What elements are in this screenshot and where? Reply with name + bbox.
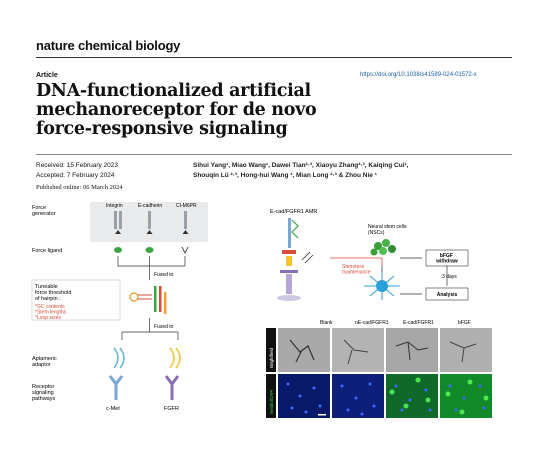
integrin-receptor — [114, 211, 122, 234]
fgfr-receptor — [164, 375, 180, 400]
receptor-label-cim6pr: CI-M6PR — [176, 203, 197, 209]
paper-title: DNA-functionalized artificial mechanorec… — [36, 82, 366, 139]
cmet-receptor — [108, 375, 124, 400]
column-header-blank: Blank — [320, 320, 333, 326]
title-line: force-responsive signaling — [36, 119, 288, 139]
dna-hairpin — [129, 286, 167, 314]
scale-bar — [318, 414, 326, 416]
analysis-label: Analysis — [437, 292, 458, 298]
force-generator-label: Force generator — [32, 205, 56, 217]
micrograph — [386, 328, 438, 372]
analysis-box — [425, 287, 469, 301]
doi-link[interactable]: https://doi.org/10.1038/s41589-024-01572… — [360, 72, 477, 78]
graphical-abstract: Force generator Integrin E-cadherin CI-M… — [31, 202, 492, 418]
row-label-brightfield: Brightfield — [269, 347, 274, 368]
receptor-name-cmet: c-Met — [106, 406, 120, 412]
article-dates: Received: 15 February 2023 Accepted: 7 F… — [36, 161, 123, 193]
receptor-name-fgfr: FGFR — [164, 406, 179, 412]
fusion-connector — [117, 256, 186, 267]
right-panel: E-cad/FGFR1 AMR Neural stem cells (NSCs) — [266, 209, 492, 418]
micrograph — [278, 374, 330, 418]
micrograph — [278, 328, 330, 372]
tuneable-label: Tuneable force threshold of hairpin : — [35, 284, 73, 302]
journal-name: nature chemical biology — [36, 38, 181, 53]
title-line: mechanoreceptor for de novo — [36, 100, 317, 120]
cim6pr-receptor — [182, 211, 189, 234]
bfgf-withdraw-label: bFGF withdraw — [435, 253, 458, 265]
accepted-date: Accepted: 7 February 2024 — [36, 172, 115, 179]
author-list: Sihui Yang¹, Miao Wang¹, Dawei Tian²·³, … — [193, 161, 513, 181]
three-days-label: 3 days — [442, 274, 457, 280]
row-label-bg — [266, 374, 276, 418]
nsc-label: Neural stem cells (NSCs) — [368, 224, 408, 236]
fluorescence-row — [278, 374, 492, 418]
fused-to-label: Fused to — [154, 272, 174, 278]
row-label-bg — [266, 328, 276, 372]
amr-label: E-cad/FGFR1 AMR — [270, 209, 317, 215]
title-rule — [36, 154, 512, 155]
aptamer-fgfr — [169, 347, 181, 369]
brightfield-row — [278, 328, 492, 372]
differentiated-cells — [364, 272, 400, 300]
micrograph — [332, 328, 384, 372]
column-header-E-cad: E-cad/FGFR1 — [403, 320, 434, 326]
tuneable-box — [31, 279, 121, 321]
column-header-nE-cad: nE-cad/FGFR1 — [355, 320, 389, 326]
author-line: Sihui Yang¹, Miao Wang¹, Dawei Tian²·³, … — [193, 162, 409, 169]
receptor-label-integrin: Integrin — [106, 203, 123, 209]
stemness-arrow — [330, 257, 383, 266]
fused-to-label: Fused to — [154, 324, 174, 330]
fusion-connector — [121, 331, 179, 340]
row-label-nestin: Nestin/DAPI — [269, 389, 274, 414]
nsc-cluster — [370, 239, 396, 256]
micrograph — [440, 328, 492, 372]
article-type: Article — [36, 72, 58, 79]
left-panel: Force generator Integrin E-cadherin CI-M… — [31, 202, 208, 412]
column-header-bfgf: bFGF — [458, 320, 471, 326]
aptamer-cmet — [113, 347, 125, 369]
ligand-icon — [114, 247, 122, 253]
amr-construct — [277, 218, 314, 301]
micrograph — [332, 374, 384, 418]
hairpin-parameters: *GC contents *Stem lengths *Loop sizes — [35, 304, 68, 321]
author-line: Shouqin Lü ²·³, Hong-hui Wang ¹, Mian Lo… — [193, 172, 377, 179]
receptor-signaling-label: Receptor signaling pathways — [32, 384, 56, 402]
ecadherin-receptor — [146, 211, 153, 234]
ligand-icon — [145, 247, 154, 253]
flow-arrows — [400, 257, 422, 295]
force-ligand-label: Force ligand — [32, 248, 62, 254]
ligand-icon — [181, 246, 189, 255]
published-date: Published online: 06 March 2024 — [36, 184, 123, 191]
received-date: Received: 15 February 2023 — [36, 162, 119, 169]
receptor-label-ecadherin: E-cadherin — [138, 203, 162, 209]
aptameric-adaptor-label: Aptameric adaptor — [32, 356, 58, 368]
title-line: DNA-functionalized artificial — [36, 81, 311, 101]
stemness-label: Stemness maintenance — [342, 264, 371, 276]
header-rule — [36, 57, 512, 58]
